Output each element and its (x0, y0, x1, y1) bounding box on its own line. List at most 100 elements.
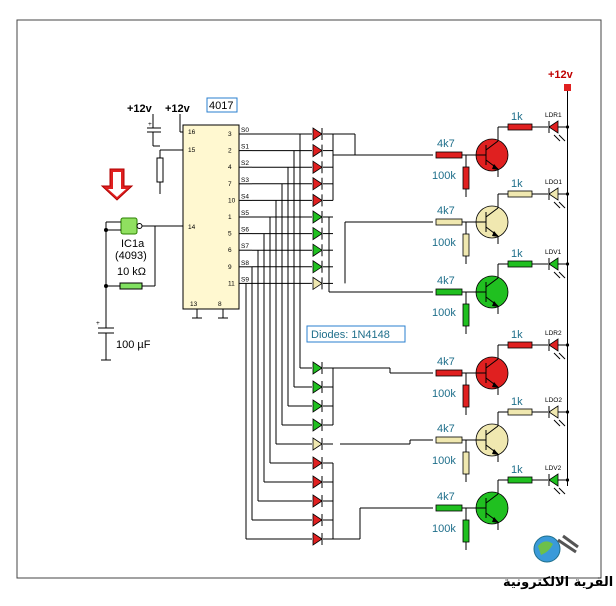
led-resistor-value: 1k (511, 329, 523, 341)
ic-pin-11: 11 (228, 280, 235, 287)
supply-label-b: +12v (165, 103, 191, 115)
ic-4017: 4017 16 15 14 13 8 3S02S14S27S310S41S55S… (127, 97, 252, 319)
oscillator: IC1a (4093) 10 kΩ 100 µF + (96, 168, 183, 361)
led-label: LDV1 (545, 249, 562, 256)
led-resistor-value: 1k (511, 464, 523, 476)
pulldown-resistor (462, 451, 470, 475)
gate-name: IC1a (121, 238, 145, 250)
stage-1: 4k7 100k 1k LDR1 (432, 111, 570, 197)
pulldown-resistor-value: 100k (432, 388, 456, 400)
pin-14: 14 (188, 224, 196, 231)
ic-4017-body (182, 124, 240, 310)
ic-4017-label-box (206, 97, 238, 113)
pulldown-resistor-value: 100k (432, 307, 456, 319)
base-resistor-value: 4k7 (437, 275, 455, 287)
pulldown-resistor-value: 100k (432, 455, 456, 467)
diode-upper-1 (312, 143, 324, 158)
base-resistor (435, 504, 463, 512)
ic-pin-6: 6 (228, 247, 232, 254)
led (548, 257, 559, 271)
output-label-s9: S9 (241, 276, 249, 283)
diode-upper-7 (312, 243, 324, 258)
diode-upper-6 (312, 226, 324, 241)
led-resistor-value: 1k (511, 396, 523, 408)
output-label-s2: S2 (241, 160, 249, 167)
pin-8: 8 (218, 301, 222, 308)
stage-5: 4k7 100k 1k LDO2 (432, 396, 570, 482)
diode-lower-9 (312, 532, 324, 546)
led-resistor (507, 341, 533, 349)
capacitor-value: 100 µF (116, 339, 151, 351)
base-resistor (435, 288, 463, 296)
led (548, 405, 559, 419)
diode-lower-0 (312, 361, 324, 375)
base-resistor-value: 4k7 (437, 138, 455, 150)
led-label: LDR1 (545, 112, 562, 119)
diode-lower-3 (312, 418, 324, 432)
base-resistor-value: 4k7 (437, 356, 455, 368)
logo-text: القرية الالكترونية (503, 575, 613, 590)
output-label-s3: S3 (241, 177, 249, 184)
diode-upper-3 (312, 176, 324, 191)
logo: القرية الالكترونية (503, 534, 613, 590)
pulldown-resistor (462, 303, 470, 327)
led-resistor-value: 1k (511, 178, 523, 190)
diode-upper-9 (312, 276, 324, 291)
pulldown-resistor-value: 100k (432, 170, 456, 182)
diode-lower-7 (312, 494, 324, 508)
ic-4017-name: 4017 (209, 100, 233, 112)
base-resistor (435, 436, 463, 444)
led (548, 473, 559, 487)
output-label-s0: S0 (241, 127, 249, 134)
led-resistor-value: 1k (511, 111, 523, 123)
led-label: LDR2 (545, 330, 562, 337)
led (548, 338, 559, 352)
base-resistor (435, 151, 463, 159)
diagram-frame (16, 19, 602, 579)
pulldown-resistor-value: 100k (432, 523, 456, 535)
pin-16: 16 (188, 129, 196, 136)
diode-upper-4 (312, 193, 324, 208)
diode-lower-1 (312, 380, 324, 394)
led (548, 187, 559, 201)
ic-pin-7: 7 (228, 181, 232, 188)
supply-label-right: +12v (548, 69, 574, 81)
led-resistor (507, 190, 533, 198)
led-resistor-value: 1k (511, 248, 523, 260)
ic-pin-10: 10 (228, 197, 236, 204)
diodes-label: Diodes: 1N4148 (311, 329, 390, 341)
pulldown-resistor-value: 100k (432, 237, 456, 249)
pulldown-resistor (462, 166, 470, 190)
led-label: LDO2 (545, 397, 562, 404)
diode-lower-8 (312, 513, 324, 527)
base-resistor (435, 369, 463, 377)
pulldown-resistor (462, 384, 470, 408)
svg-text:+: + (148, 121, 152, 128)
resistor-10k (119, 282, 143, 290)
ic-pin-4: 4 (228, 164, 232, 171)
gate-part: (4093) (115, 250, 147, 262)
base-resistor (435, 218, 463, 226)
diode-upper-8 (312, 259, 324, 274)
output-label-s8: S8 (241, 260, 249, 267)
led-label: LDV2 (545, 465, 562, 472)
base-resistor-value: 4k7 (437, 205, 455, 217)
diodes-label-box (306, 325, 406, 343)
output-label-s6: S6 (241, 227, 249, 234)
supply-terminal (564, 84, 571, 91)
output-label-s5: S5 (241, 210, 249, 217)
gate-resistor-value: 10 kΩ (117, 266, 146, 278)
base-resistor-value: 4k7 (437, 423, 455, 435)
diode-lower-6 (312, 475, 324, 489)
led-resistor (507, 408, 533, 416)
tools-icon (557, 534, 579, 554)
output-label-s1: S1 (241, 144, 249, 151)
stage-3: 4k7 100k 1k LDV1 (432, 248, 570, 334)
led (548, 120, 559, 134)
pin-15: 15 (188, 147, 196, 154)
diode-upper-2 (312, 160, 324, 175)
ic-pin-9: 9 (228, 264, 232, 271)
led-label: LDO1 (545, 179, 562, 186)
